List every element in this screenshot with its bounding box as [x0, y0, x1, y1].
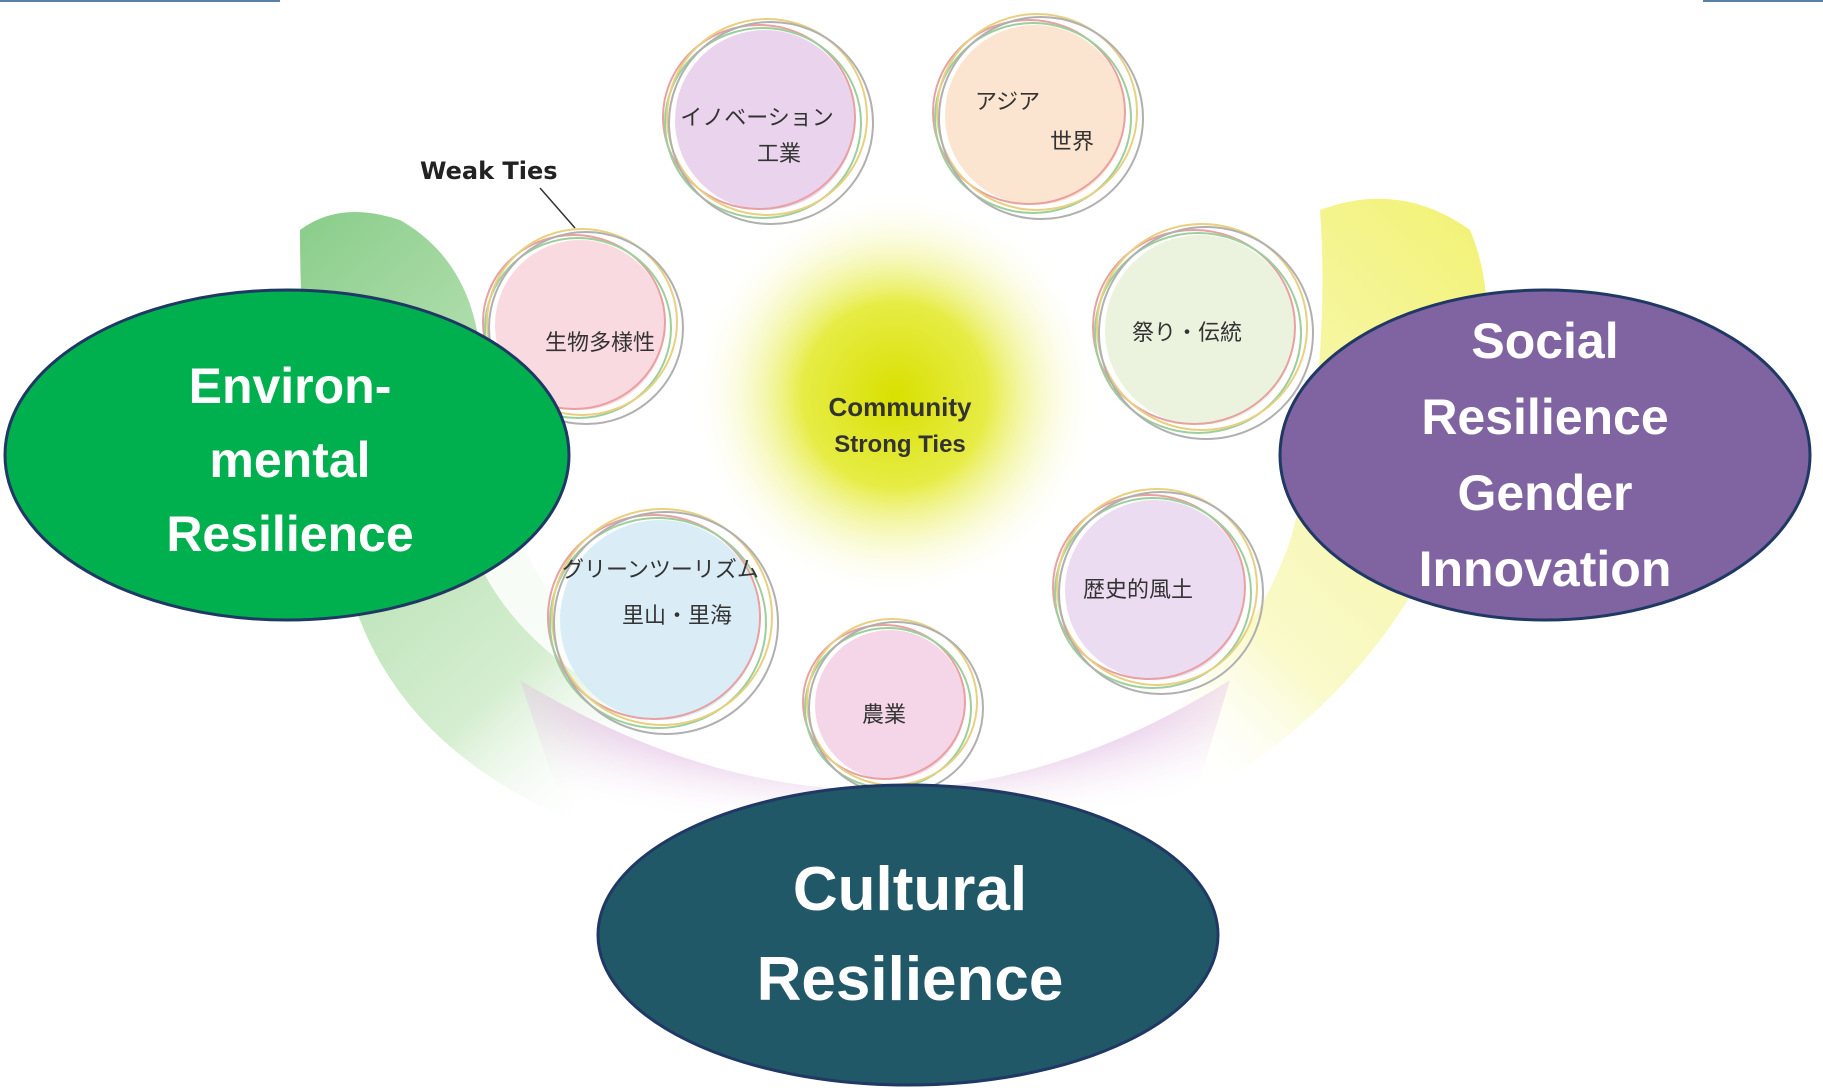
environmental-resilience-label: Environ- mental Resilience: [60, 340, 520, 580]
asia-line-1: アジア: [975, 90, 1041, 115]
env-line-2: mental: [209, 432, 371, 488]
innovation-line-1: イノベーション: [680, 106, 834, 131]
petal-outline-history: [1054, 497, 1252, 689]
petal-label-innovation: イノベーション 工業: [667, 100, 847, 168]
petal-green: [560, 520, 760, 720]
petal-outline-green: [547, 514, 761, 720]
petal-outline-asia: [938, 16, 1144, 220]
community-label: Community Strong Ties: [770, 380, 1030, 470]
weak-ties-label: Weak Ties: [420, 157, 558, 185]
cultural-resilience-label: Cultural Resilience: [660, 845, 1160, 1025]
petal-outline-green: [549, 517, 767, 729]
cul-line-1: Cultural: [792, 855, 1028, 924]
corner-line-right: [1703, 0, 1823, 2]
petal-outline-asia: [936, 13, 1138, 211]
petal-outline-festival: [1096, 223, 1308, 431]
petal-label-asia: アジア 世界: [975, 84, 1115, 156]
petal-outline-innovation: [662, 24, 856, 210]
petal-outline-asia: [932, 19, 1126, 205]
green-line-2: 里山・里海: [622, 604, 733, 629]
petal-outline-history: [1056, 488, 1258, 686]
petal-outline-festival: [1098, 226, 1314, 440]
strong-ties-line: Strong Ties: [834, 430, 966, 458]
petal-label-biodiversity: 生物多様性: [545, 331, 656, 356]
innovation-line-2: 工業: [757, 142, 802, 167]
env-line-3: Resilience: [166, 506, 414, 562]
corner-line-left: [0, 0, 280, 2]
env-line-1: Environ-: [188, 358, 392, 414]
cultural-oval: [596, 783, 1220, 1087]
center-glow: [690, 190, 1100, 600]
petal-history: [1065, 500, 1245, 680]
petal-outline-innovation: [668, 21, 874, 225]
petal-outline-biodiversity: [484, 237, 672, 419]
petal-outline-asia: [934, 22, 1132, 214]
petal-biodiversity: [495, 240, 665, 410]
cul-line-2: Resilience: [756, 945, 1064, 1014]
petal-outline-green: [553, 511, 779, 735]
green-line-1: グリーンツーリズム: [562, 558, 759, 583]
petal-innovation: [675, 30, 855, 210]
soc-line-3: Gender: [1457, 465, 1633, 521]
petal-label-green: グリーンツーリズム 里山・里海: [562, 552, 802, 630]
community-line: Community: [828, 391, 972, 422]
petal-festival: [1105, 235, 1295, 425]
soc-line-1: Social: [1471, 313, 1619, 369]
petal-outline-history: [1052, 494, 1246, 680]
petal-outline-agriculture: [802, 624, 966, 780]
petal-outline-festival: [1092, 229, 1296, 425]
petal-outline-innovation: [666, 18, 868, 216]
social-resilience-label: Social Resilience Gender Innovation: [1305, 300, 1785, 610]
soc-line-4: Innovation: [1418, 541, 1672, 597]
petal-label-festival: 祭り・伝統: [1132, 321, 1243, 346]
petal-label-history: 歴史的風土: [1083, 578, 1194, 603]
petal-label-agriculture: 農業: [862, 703, 907, 728]
petal-outline-green: [551, 508, 773, 726]
environmental-oval: [3, 288, 571, 622]
petal-agriculture: [815, 630, 965, 780]
petal-outline-innovation: [664, 27, 862, 219]
petal-outline-festival: [1094, 232, 1302, 434]
petal-outline-history: [1058, 491, 1264, 695]
petal-outline-biodiversity: [486, 228, 678, 416]
social-oval: [1278, 288, 1812, 622]
petal-outline-biodiversity: [482, 234, 666, 410]
soc-line-2: Resilience: [1421, 389, 1669, 445]
petal-asia: [945, 25, 1125, 205]
petal-outline-biodiversity: [488, 231, 684, 425]
asia-line-2: 世界: [1050, 130, 1095, 155]
